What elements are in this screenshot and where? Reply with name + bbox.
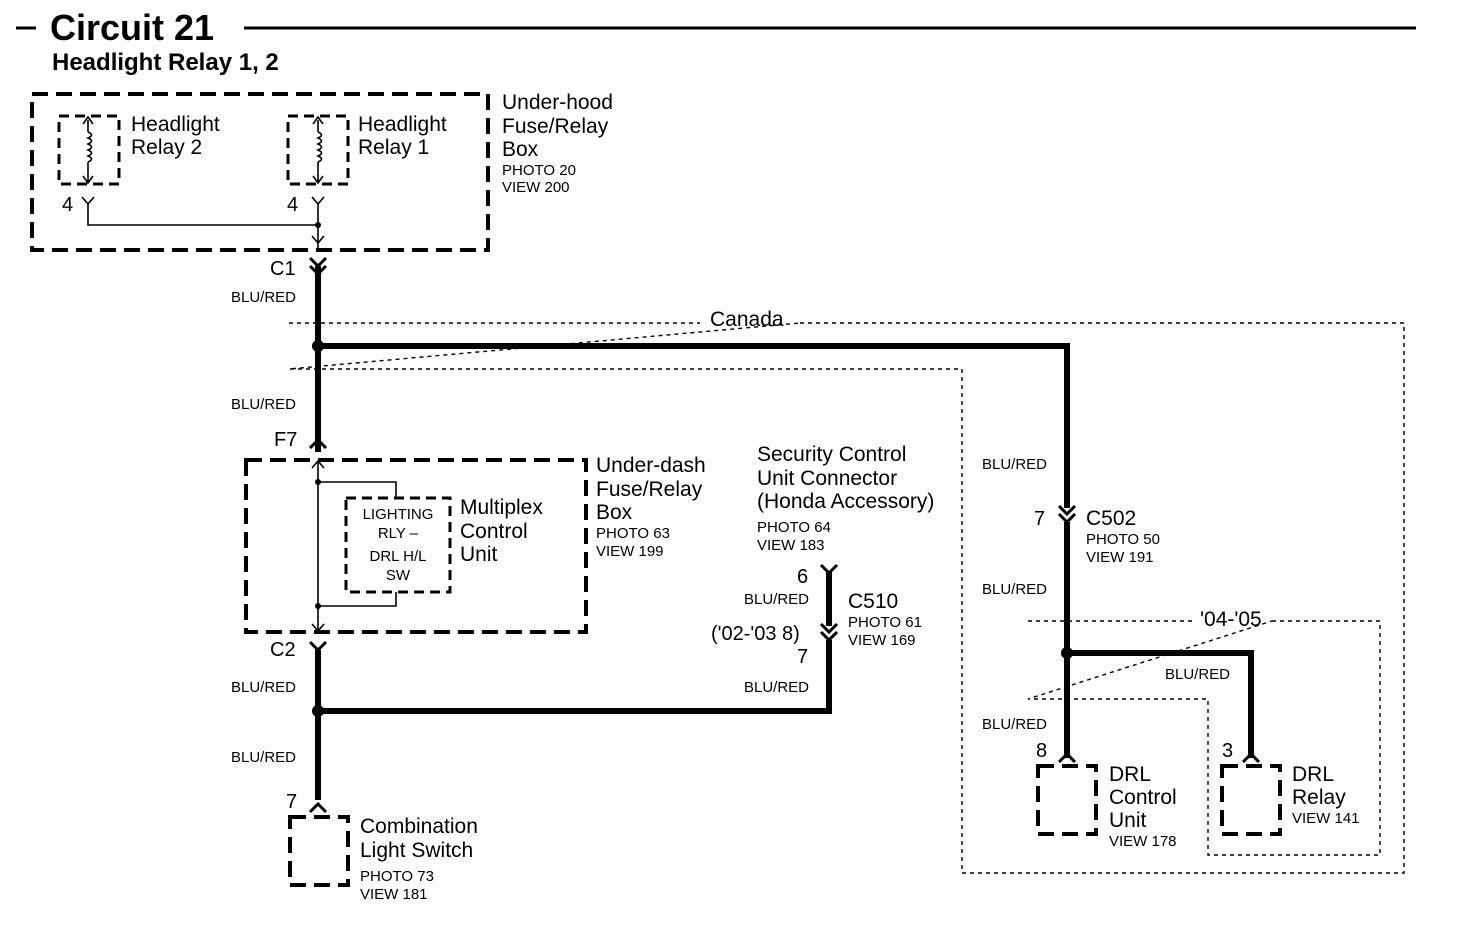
- c502-connector-icon: [1057, 504, 1077, 525]
- f7-connector-icon: [308, 437, 328, 450]
- security-label-line1: Security Control: [757, 443, 906, 466]
- canada-label: Canada: [710, 308, 784, 331]
- drl-relay-label-line2: Relay: [1292, 786, 1346, 809]
- mcu-label-line1: Multiplex: [460, 496, 543, 519]
- relay-label-line2: RLY –: [378, 525, 419, 542]
- drl-control-unit-box: [1036, 764, 1098, 836]
- combination-light-switch-box: [288, 815, 350, 887]
- drl-control-pin-icon: [1057, 751, 1077, 764]
- under-dash-internal-wiring: [311, 459, 397, 633]
- drl-relay-label-line1: DRL: [1292, 763, 1334, 786]
- relay-label-line3: DRL H/L: [370, 548, 427, 565]
- c1-connector-label: C1: [270, 258, 296, 280]
- security-pin-icon: [819, 563, 839, 576]
- relay-pin-terminals: [81, 196, 325, 252]
- under-hood-label-line2: Fuse/Relay: [502, 115, 609, 138]
- wire-label-c502-top: BLU/RED: [982, 456, 1047, 473]
- security-photo: PHOTO 64: [757, 519, 831, 536]
- under-hood-view: VIEW 200: [502, 179, 570, 196]
- under-dash-photo: PHOTO 63: [596, 525, 670, 542]
- relay-2-label-line1: Headlight: [131, 113, 220, 136]
- drl-relay-view: VIEW 141: [1292, 810, 1360, 827]
- years-label: '04-'05: [1200, 608, 1262, 631]
- f7-connector-label: F7: [274, 429, 297, 451]
- under-dash-label-line1: Under-dash: [596, 454, 706, 477]
- relay-1-label-line1: Headlight: [358, 113, 447, 136]
- wire-label-f7: BLU/RED: [231, 396, 296, 413]
- relay-1-coil-icon: [312, 115, 324, 185]
- years-option-boundary: [1027, 620, 1381, 856]
- combination-switch-view: VIEW 181: [360, 886, 428, 903]
- c510-variant-label: ('02-'03 8): [711, 623, 800, 645]
- drl-relay-pin: 3: [1222, 740, 1233, 762]
- under-hood-photo: PHOTO 20: [502, 162, 576, 179]
- relay-1-pin: 4: [287, 194, 298, 216]
- wire-label-drl-control: BLU/RED: [982, 716, 1047, 733]
- canada-option-boundary: [288, 322, 1405, 874]
- mcu-label-line2: Control: [460, 520, 528, 543]
- wire-label-c510-bottom: BLU/RED: [744, 679, 809, 696]
- c502-view: VIEW 191: [1086, 549, 1154, 566]
- combination-switch-label-line1: Combination: [360, 815, 478, 838]
- c502-pin: 7: [1034, 508, 1045, 530]
- drl-control-label-line3: Unit: [1109, 809, 1147, 832]
- c510-photo: PHOTO 61: [848, 614, 922, 631]
- page-title: Circuit 21: [50, 7, 214, 48]
- c510-connector-label: C510: [848, 590, 898, 613]
- security-label-line3: (Honda Accessory): [757, 490, 934, 513]
- wire-label-switch: BLU/RED: [231, 749, 296, 766]
- page-subtitle: Headlight Relay 1, 2: [52, 49, 279, 76]
- relay-2-label-line2: Relay 2: [131, 136, 202, 159]
- relay-label-line4: SW: [386, 567, 411, 584]
- under-dash-label-line2: Fuse/Relay: [596, 478, 703, 501]
- drl-relay-box: [1220, 764, 1282, 836]
- relay-1-label-line2: Relay 1: [358, 136, 429, 159]
- drl-control-label-line1: DRL: [1109, 763, 1151, 786]
- relay-2-coil-icon: [82, 115, 94, 185]
- security-label-line2: Unit Connector: [757, 467, 897, 490]
- c502-photo: PHOTO 50: [1086, 531, 1160, 548]
- under-hood-label-line1: Under-hood: [502, 91, 613, 114]
- drl-control-view: VIEW 178: [1109, 833, 1177, 850]
- wire-label-drl-relay: BLU/RED: [1165, 666, 1230, 683]
- combination-switch-pin-icon: [308, 801, 328, 814]
- c502-connector-label: C502: [1086, 507, 1136, 530]
- under-dash-label-line3: Box: [596, 501, 633, 524]
- lighting-relay-drl-switch-box: [344, 496, 452, 594]
- wire-label-c502-bottom: BLU/RED: [982, 581, 1047, 598]
- wire-label-c510-top: BLU/RED: [744, 591, 809, 608]
- combination-switch-label-line2: Light Switch: [360, 839, 473, 862]
- relay-label-line1: LIGHTING: [363, 506, 434, 523]
- combination-switch-photo: PHOTO 73: [360, 868, 434, 885]
- c510-pin-bottom: 7: [797, 646, 808, 668]
- under-dash-fuse-relay-box: [244, 458, 588, 634]
- c510-view: VIEW 169: [848, 632, 916, 649]
- c510-connector-icon: [819, 622, 839, 643]
- under-hood-fuse-relay-box: [30, 92, 490, 252]
- drl-relay-pin-icon: [1241, 751, 1261, 764]
- c2-connector-label: C2: [270, 639, 296, 661]
- c2-connector-icon: [308, 640, 328, 653]
- drl-control-label-line2: Control: [1109, 786, 1177, 809]
- wire-to-c502: [318, 343, 1070, 508]
- security-pin-top: 6: [797, 566, 808, 588]
- wire-label-c2: BLU/RED: [231, 679, 296, 696]
- under-dash-view: VIEW 199: [596, 543, 664, 560]
- wire-label-c1: BLU/RED: [231, 289, 296, 306]
- relay-2-pin: 4: [62, 194, 73, 216]
- combination-switch-pin: 7: [286, 791, 297, 813]
- security-view: VIEW 183: [757, 537, 825, 554]
- drl-control-pin: 8: [1036, 740, 1047, 762]
- wire-to-c510: [318, 640, 832, 714]
- mcu-label-line3: Unit: [460, 543, 498, 566]
- under-hood-label-line3: Box: [502, 138, 539, 161]
- wire-to-drl-relay: [1067, 650, 1254, 758]
